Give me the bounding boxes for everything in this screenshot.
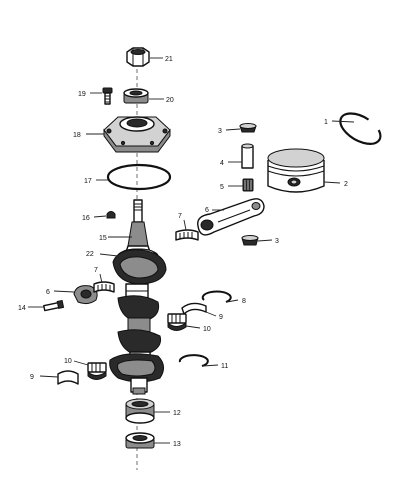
part-nut bbox=[126, 47, 150, 67]
callout-2: 2 bbox=[344, 181, 348, 188]
callout-13: 13 bbox=[173, 441, 181, 448]
callout-6-rod: 6 bbox=[205, 207, 209, 214]
part-connecting-rod bbox=[197, 198, 265, 236]
callout-10-left: 10 bbox=[64, 358, 72, 365]
callout-7-left: 7 bbox=[94, 267, 98, 274]
callout-5: 5 bbox=[220, 184, 224, 191]
callout-10-right: 10 bbox=[203, 326, 211, 333]
callout-3-top: 3 bbox=[218, 128, 222, 135]
part-bearing-cage-upper bbox=[175, 229, 199, 241]
callout-18: 18 bbox=[73, 132, 81, 139]
part-screw bbox=[102, 87, 113, 105]
part-race-half-left bbox=[57, 370, 79, 385]
callout-20: 20 bbox=[166, 97, 174, 104]
part-key bbox=[106, 211, 116, 219]
callout-12: 12 bbox=[173, 410, 181, 417]
callout-9-left: 9 bbox=[30, 374, 34, 381]
part-lower-seal bbox=[125, 432, 155, 449]
callout-labels: 21 20 19 18 17 16 15 22 1 2 3 4 5 6 7 3 … bbox=[18, 56, 348, 448]
part-lock-ring-bottom bbox=[241, 235, 259, 246]
callout-16: 16 bbox=[82, 215, 90, 222]
part-o-ring bbox=[106, 163, 172, 191]
part-piston bbox=[267, 148, 325, 193]
callout-14: 14 bbox=[18, 305, 26, 312]
callout-21: 21 bbox=[165, 56, 173, 63]
part-race-half-right bbox=[181, 302, 207, 315]
callout-22: 22 bbox=[86, 251, 94, 258]
callout-1: 1 bbox=[324, 119, 328, 126]
part-end-cap bbox=[103, 116, 171, 153]
part-bearing-cage-left bbox=[93, 281, 115, 293]
callout-19: 19 bbox=[78, 91, 86, 98]
part-piston-pin bbox=[241, 143, 254, 169]
part-seal-upper bbox=[123, 88, 149, 104]
part-rod-bolt bbox=[43, 299, 65, 312]
part-lock-ring-top bbox=[239, 123, 257, 133]
callout-7-upper: 7 bbox=[178, 213, 182, 220]
part-lower-bearing bbox=[125, 398, 155, 424]
leader-lines bbox=[28, 57, 355, 444]
part-retaining-ring-lower bbox=[178, 354, 209, 367]
callout-17: 17 bbox=[84, 178, 92, 185]
part-rod-cap bbox=[73, 285, 98, 305]
part-retaining-ring-mid bbox=[201, 290, 232, 303]
part-crankshaft bbox=[109, 199, 167, 395]
callout-11: 11 bbox=[221, 363, 228, 370]
callout-15: 15 bbox=[99, 235, 107, 242]
part-needle-bearing-small bbox=[242, 178, 254, 192]
callout-9-right: 9 bbox=[219, 314, 223, 321]
callout-8: 8 bbox=[242, 298, 246, 305]
callout-4: 4 bbox=[220, 160, 224, 167]
part-roller-cage-left bbox=[87, 362, 107, 380]
callout-6-cap: 6 bbox=[46, 289, 50, 296]
part-piston-ring bbox=[339, 112, 382, 145]
part-roller-cage-right bbox=[167, 313, 187, 331]
callout-3-bottom: 3 bbox=[275, 238, 279, 245]
